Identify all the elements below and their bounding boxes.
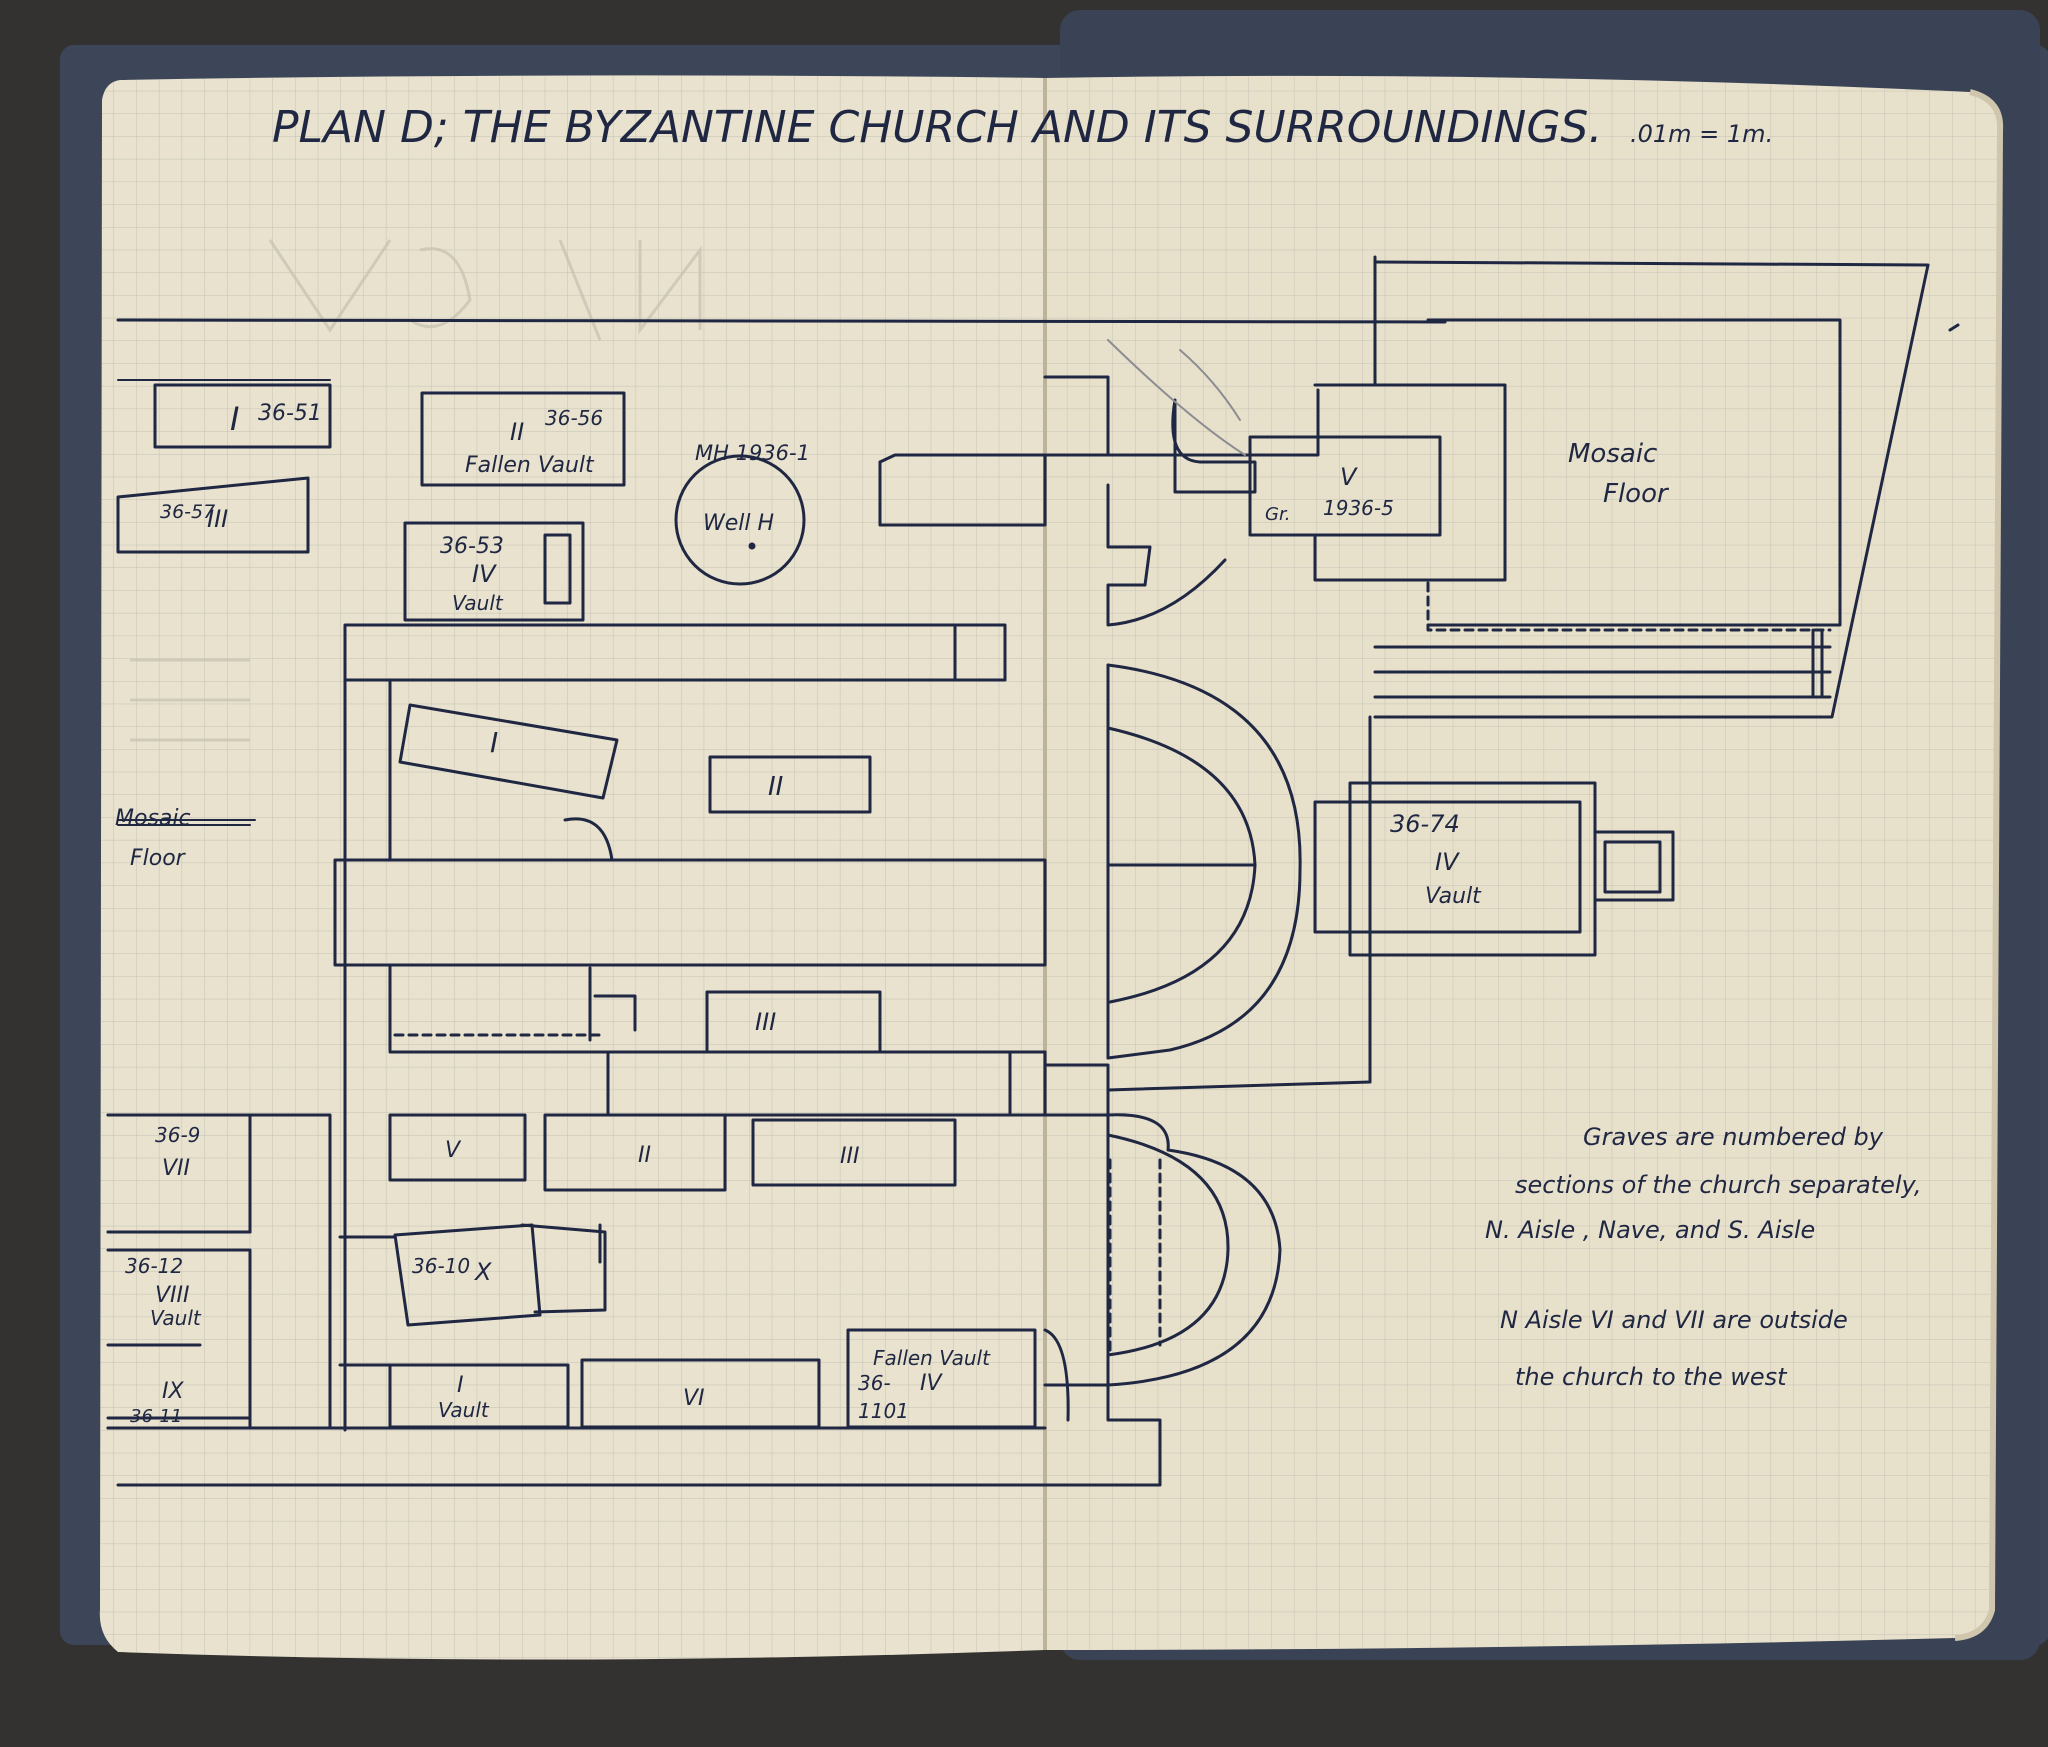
grave-n2: [420, 391, 626, 487]
label-r4-note: Vault: [1425, 884, 1482, 909]
note-line-3: N. Aisle , Nave, and S. Aisle: [1485, 1216, 1815, 1244]
label-nave3: III: [755, 1008, 776, 1036]
label-w7-num: 36-9: [155, 1123, 200, 1147]
grave-n3: [116, 476, 310, 554]
label-s4-num2: 1101: [858, 1399, 909, 1423]
label-nave2: II: [768, 772, 783, 802]
label-s6: VI: [683, 1386, 705, 1411]
plan-title: PLAN D; THE BYZANTINE CHURCH AND ITS SUR…: [272, 102, 1602, 153]
label-w8: VIII: [155, 1283, 190, 1308]
well-h: [674, 454, 806, 586]
label-mosaic-left-2: Floor: [130, 846, 187, 871]
label-s1: I: [457, 1373, 464, 1398]
label-s3: III: [840, 1144, 859, 1169]
label-well: Well H: [703, 511, 774, 536]
plan-scale: .01m = 1m.: [1630, 120, 1773, 148]
label-gr5-num: 1936-5: [1323, 496, 1394, 520]
label-n2-note: Fallen Vault: [465, 453, 595, 478]
notes-block: Graves are numbered by sections of the c…: [1485, 1123, 1921, 1391]
label-mosaic-right-1: Mosaic: [1568, 439, 1657, 469]
label-n4-note: Vault: [452, 591, 504, 615]
plan-text: PLAN D; THE BYZANTINE CHURCH AND ITS SUR…: [115, 102, 1921, 1427]
label-w8-num: 36-12: [125, 1254, 183, 1278]
label-n3-num: 36-57: [160, 501, 215, 523]
grave-nave1: [398, 703, 619, 800]
label-mosaic-right-2: Floor: [1603, 479, 1670, 509]
church-plan-drawing: [106, 255, 1960, 1487]
grave-n1: [153, 383, 332, 449]
label-n3: III: [207, 505, 228, 533]
grave-s2: [543, 1113, 727, 1192]
label-w7: VII: [162, 1156, 190, 1181]
label-gr5: V: [1340, 463, 1358, 491]
grave-r4: [1348, 781, 1597, 957]
label-n2-num: 36-56: [545, 406, 603, 430]
label-well-ref: MH 1936-1: [695, 441, 810, 465]
label-n1-num: 36-51: [258, 401, 322, 426]
note-line-1: Graves are numbered by: [1583, 1123, 1884, 1151]
label-n2: II: [510, 418, 524, 446]
grave-s5: [388, 1113, 527, 1182]
grave-nave2: [708, 755, 872, 814]
note-line-2: sections of the church separately,: [1515, 1171, 1921, 1199]
label-s4: IV: [920, 1371, 943, 1396]
label-s4-note: Fallen Vault: [873, 1346, 991, 1370]
label-w9: IX: [162, 1379, 184, 1404]
label-mosaic-left-1: Mosaic: [115, 806, 191, 831]
label-s10-num: 36-10: [412, 1254, 470, 1278]
label-n1: I: [230, 400, 239, 438]
label-s10: X: [473, 1258, 492, 1286]
label-n4: IV: [472, 560, 497, 588]
grave-n4: [403, 521, 585, 622]
label-gr5-pre: Gr.: [1265, 504, 1290, 525]
label-r4-num: 36-74: [1390, 810, 1460, 838]
label-n4-num: 36-53: [440, 534, 504, 559]
note-line-5: N Aisle VI and VII are outside: [1500, 1306, 1848, 1334]
label-s1-note: Vault: [438, 1398, 490, 1422]
label-w9-num: 36-11: [130, 1406, 182, 1427]
note-line-6: the church to the west: [1515, 1363, 1788, 1391]
grave-s10: [393, 1223, 542, 1327]
label-nave1: I: [490, 726, 498, 759]
label-s2: II: [638, 1143, 651, 1168]
grave-s3: [751, 1118, 957, 1187]
label-s4-num: 36-: [858, 1371, 891, 1395]
label-r4: IV: [1435, 848, 1460, 876]
label-s5: V: [445, 1138, 462, 1163]
label-w8-note: Vault: [150, 1306, 202, 1330]
